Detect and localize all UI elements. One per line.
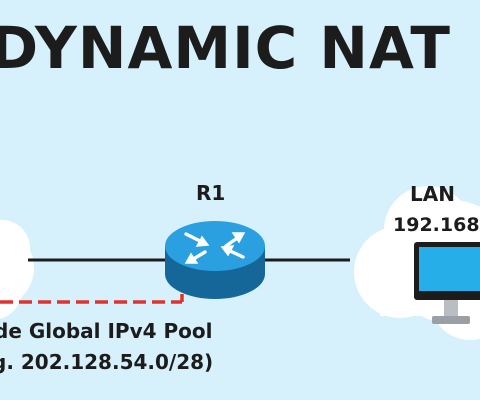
router-icon <box>165 221 265 299</box>
global-pool-dashed-link <box>0 294 184 304</box>
left-cloud-icon <box>0 220 34 319</box>
monitor-icon <box>414 242 480 324</box>
lan-label: LAN <box>410 182 455 206</box>
lan-network-label: 192.168. <box>393 214 480 236</box>
pool-label-line1: de Global IPv4 Pool <box>0 319 213 343</box>
router-label: R1 <box>196 181 226 205</box>
pool-label-line2: g. 202.128.54.0/28) <box>0 350 214 374</box>
diagram-title: DYNAMIC NAT <box>0 14 451 82</box>
